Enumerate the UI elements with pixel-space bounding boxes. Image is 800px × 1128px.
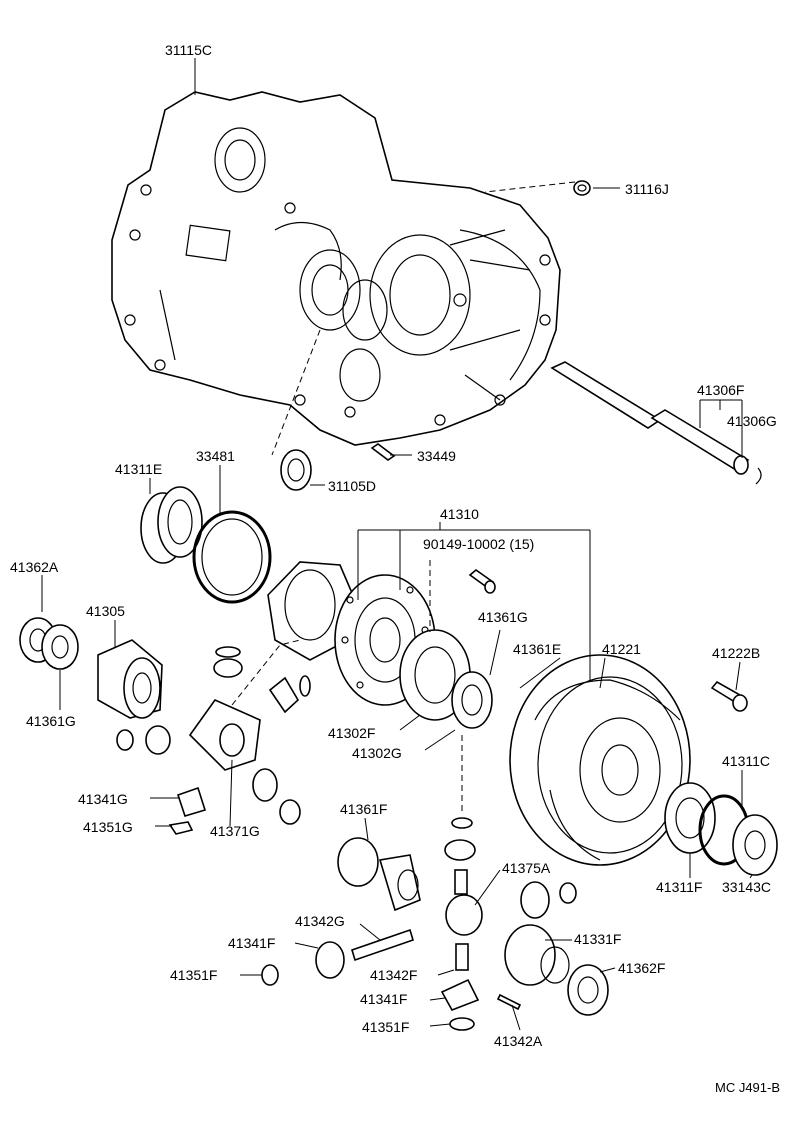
case-41305 (97, 639, 163, 719)
label-41362F: 41362F (618, 960, 665, 976)
diagram-code: MC J491-B (715, 1080, 780, 1095)
label-41351F-left: 41351F (170, 967, 217, 983)
shaft-41342G (351, 928, 414, 962)
bolt-90149 (468, 568, 496, 594)
bolt-41222B (710, 680, 748, 712)
label-41341F-left: 41341F (228, 935, 275, 951)
label-41371G: 41371G (210, 823, 260, 839)
label-41351F-bottom: 41351F (362, 1019, 409, 1035)
plug-31116J (573, 180, 591, 196)
shim-33481 (192, 510, 272, 604)
label-41311C: 41311C (722, 753, 770, 769)
label-41311E: 41311E (115, 461, 162, 477)
label-41361G-mid: 41361G (478, 609, 528, 625)
label-41351G: 41351G (83, 819, 133, 835)
label-41302G: 41302G (352, 745, 402, 761)
label-41341G: 41341G (78, 791, 128, 807)
shaft-41306F (550, 361, 762, 485)
label-41221: 41221 (602, 641, 641, 657)
label-33449: 33449 (417, 448, 456, 464)
pin-33449 (370, 443, 396, 461)
label-31115C: 31115C (165, 42, 212, 58)
label-33481: 33481 (196, 448, 235, 464)
gear-41331F (504, 924, 570, 986)
label-41362A: 41362A (10, 559, 59, 575)
label-41310: 41310 (440, 506, 479, 522)
label-41311F: 41311F (656, 879, 702, 895)
label-41306G: 41306G (727, 413, 777, 429)
label-41361G-left: 41361G (26, 713, 76, 729)
washer-41362F (567, 964, 609, 1016)
seal-33143C (732, 814, 778, 876)
label-41361E: 41361E (513, 641, 561, 657)
label-41302F: 41302F (328, 725, 375, 741)
bearing-41311E (140, 486, 203, 564)
label-41306F: 41306F (697, 382, 744, 398)
ring-gear-41221 (509, 654, 691, 866)
label-41222B: 41222B (712, 645, 760, 661)
gear-41375A (520, 881, 577, 919)
label-33143C: 33143C (722, 879, 771, 895)
label-31116J: 31116J (625, 181, 669, 197)
seal-31105D (280, 449, 312, 491)
label-41342F: 41342F (370, 967, 417, 983)
leader-31116J-dash (484, 181, 576, 193)
label-41341F-bottom: 41341F (360, 991, 407, 1007)
pinion-cluster-left (116, 646, 311, 835)
transaxle-housing (111, 91, 561, 446)
leader-lines (41, 58, 753, 1031)
case-half-41302F (399, 629, 493, 729)
label-41305: 41305 (86, 603, 125, 619)
label-41342A: 41342A (494, 1033, 543, 1049)
label-41331F: 41331F (574, 931, 621, 947)
gear-41361F (337, 837, 421, 912)
label-41342G: 41342G (295, 913, 345, 929)
leader-31105D-dash (271, 329, 321, 456)
label-41375A: 41375A (502, 860, 551, 876)
pinion-cluster-bottom (440, 817, 522, 1031)
part-labels: 31115C 31116J 41306F 41306G 33449 31105D… (10, 42, 780, 1095)
label-90149-10002: 90149-10002 (15) (423, 536, 534, 552)
dash-left-cluster (231, 639, 301, 706)
label-31105D: 31105D (328, 478, 376, 494)
bearing-41311F (664, 782, 716, 854)
washers-41362A-41361G (19, 617, 79, 670)
label-41361F: 41361F (340, 801, 387, 817)
